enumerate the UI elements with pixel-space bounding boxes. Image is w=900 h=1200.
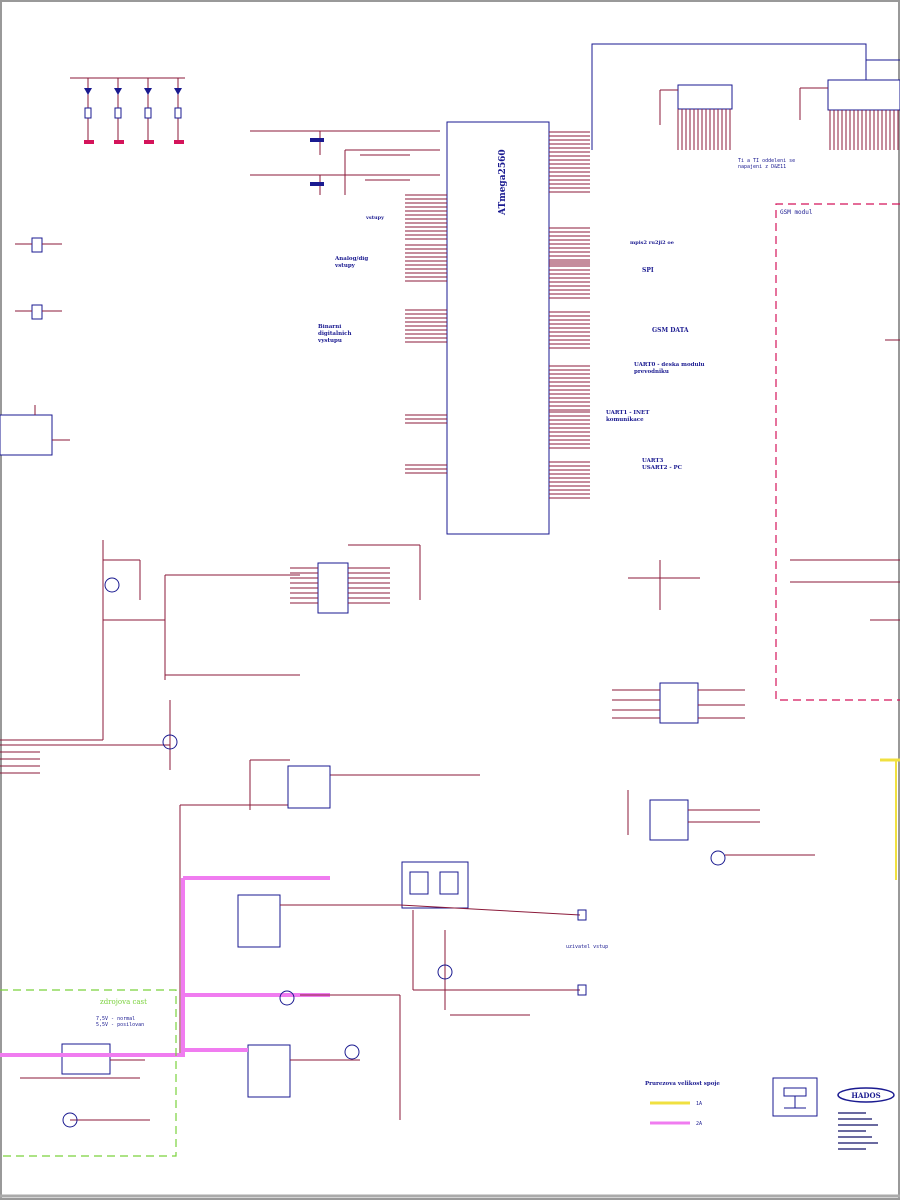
binary-outputs-note: Binarni digitalnich vystupu <box>318 324 352 344</box>
rs-driver-chip <box>649 799 689 841</box>
power-mode-note: 7,5V - normal 5,5V - posilovan <box>96 1016 145 1028</box>
regulator-3 <box>247 1044 291 1098</box>
svg-text:mpis2 ru2ji2 oe: mpis2 ru2ji2 oe <box>630 240 674 246</box>
legend: Prurezova velikost spoje 1A 2A <box>645 1081 720 1127</box>
mcu-right-pins <box>549 131 590 499</box>
gsm-data-label: GSM DATA <box>652 327 689 334</box>
main-mcu: ATmega2560 <box>446 121 550 535</box>
uart1-label: UART1 - INET komunikace <box>606 410 650 423</box>
spi-label: SPI <box>642 267 654 274</box>
legend-line1-label: 1A <box>696 1101 702 1107</box>
mcu-body <box>446 121 550 535</box>
logo-oval <box>837 1087 895 1103</box>
input-channels <box>250 130 440 195</box>
regulator-2 <box>237 894 281 948</box>
svg-text:vstupy: vstupy <box>365 215 385 221</box>
fifo-note: Ti a TI oddeleni se napajeni z D&E11 <box>738 158 796 170</box>
mcu-name: ATmega2560 <box>498 149 508 216</box>
legend-line2-label: 2A <box>696 1121 702 1127</box>
uart3-label: UART3 USART2 - PC <box>642 458 683 471</box>
input-transistor-section <box>0 540 300 774</box>
analog-inputs-note: Analog/dig vstupy <box>335 256 369 269</box>
power-bus-2a <box>0 876 330 1057</box>
title-block-frame <box>772 1077 818 1117</box>
power-section-title: zdrojova cast <box>100 998 147 1006</box>
power-section-frame: zdrojova cast 7,5V - normal 5,5V - posil… <box>0 989 177 1157</box>
interface-chip <box>317 562 349 614</box>
title-block: HADOS <box>772 1077 895 1117</box>
gsm-module-title: GSM modul <box>780 209 813 216</box>
uart0-label: UART0 - deska modulu prevodniku <box>634 362 705 375</box>
mcu-left-pins <box>405 194 447 474</box>
svg-text:uzivatel vstup: uzivatel vstup <box>566 944 608 950</box>
logo-text: HADOS <box>851 1091 880 1100</box>
legend-title: Prurezova velikost spoje <box>645 1081 720 1087</box>
top-right-connectors <box>591 43 900 150</box>
gsm-module-frame: GSM modul <box>775 203 900 701</box>
power-section-wires <box>20 904 581 1121</box>
power-regulator <box>61 1043 111 1075</box>
left-regulators <box>0 237 70 456</box>
regulator-chain <box>179 759 480 1055</box>
rs-interface-chip <box>659 682 699 724</box>
regulator-1 <box>287 765 331 809</box>
